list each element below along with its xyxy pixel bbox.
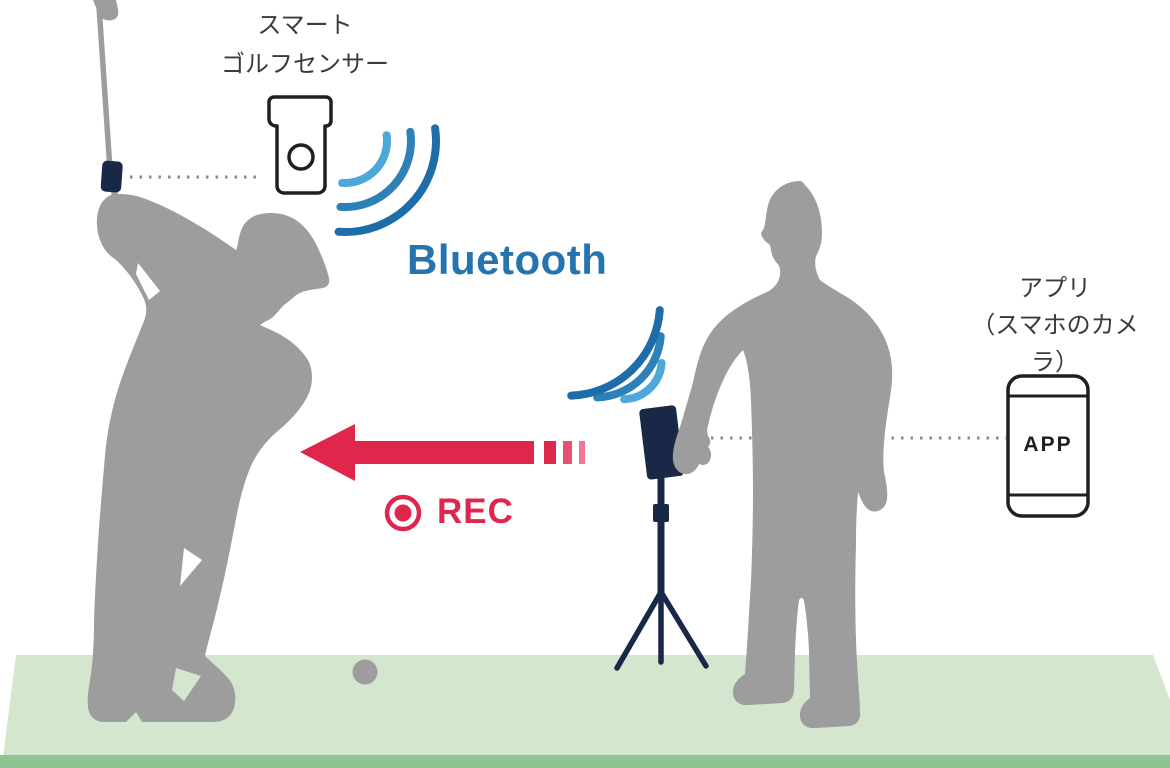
app-screen-label: APP xyxy=(1023,433,1073,456)
wave-large xyxy=(334,124,440,237)
app-label-line1: アプリ xyxy=(1019,275,1091,302)
wave-medium xyxy=(336,127,415,212)
camera-phone-on-tripod xyxy=(614,405,709,671)
app-phone-icon xyxy=(1006,374,1090,518)
rec-arrow xyxy=(300,424,585,481)
bluetooth-waves-camera-icon xyxy=(567,306,666,404)
app-phone-screen-lines xyxy=(1009,394,1087,497)
tripod-knob xyxy=(653,504,669,522)
sensor-label-line2: ゴルフセンサー xyxy=(221,51,389,78)
app-phone-body xyxy=(1006,374,1090,518)
arrow-dash-3 xyxy=(579,441,585,464)
sensor-label-line1: スマート xyxy=(257,12,353,39)
tripod-pole xyxy=(657,474,665,598)
record-icon xyxy=(384,494,422,532)
sensor-label: スマート ゴルフセンサー xyxy=(215,6,395,84)
ground xyxy=(0,655,1170,768)
sensor-on-grip xyxy=(100,160,123,193)
arrow-dash-2 xyxy=(563,441,572,464)
arrow-left xyxy=(300,424,534,481)
camera-phone xyxy=(639,405,684,480)
sensor-lens xyxy=(287,143,315,171)
wave-medium xyxy=(593,332,665,402)
smart-golf-sensor-icon xyxy=(267,95,333,195)
wave-small xyxy=(620,359,666,404)
record-dot xyxy=(394,504,412,522)
arrow-dash-1 xyxy=(544,441,556,464)
club-shaft xyxy=(96,5,113,171)
bluetooth-waves-sensor-icon xyxy=(334,124,440,237)
app-label: アプリ （スマホのカメラ） xyxy=(955,270,1155,381)
golf-ball xyxy=(352,659,378,685)
golfer-silhouette xyxy=(87,193,330,723)
rec-label: REC xyxy=(437,492,514,531)
tripod-legs xyxy=(614,589,709,671)
ground-edge xyxy=(0,755,1170,768)
ground-mat xyxy=(3,655,1170,757)
app-label-line2: （スマホのカメラ） xyxy=(971,312,1139,376)
wave-large xyxy=(567,306,664,400)
wave-small xyxy=(338,131,391,187)
standing-person-silhouette xyxy=(672,181,893,729)
bluetooth-label: Bluetooth xyxy=(407,236,608,283)
